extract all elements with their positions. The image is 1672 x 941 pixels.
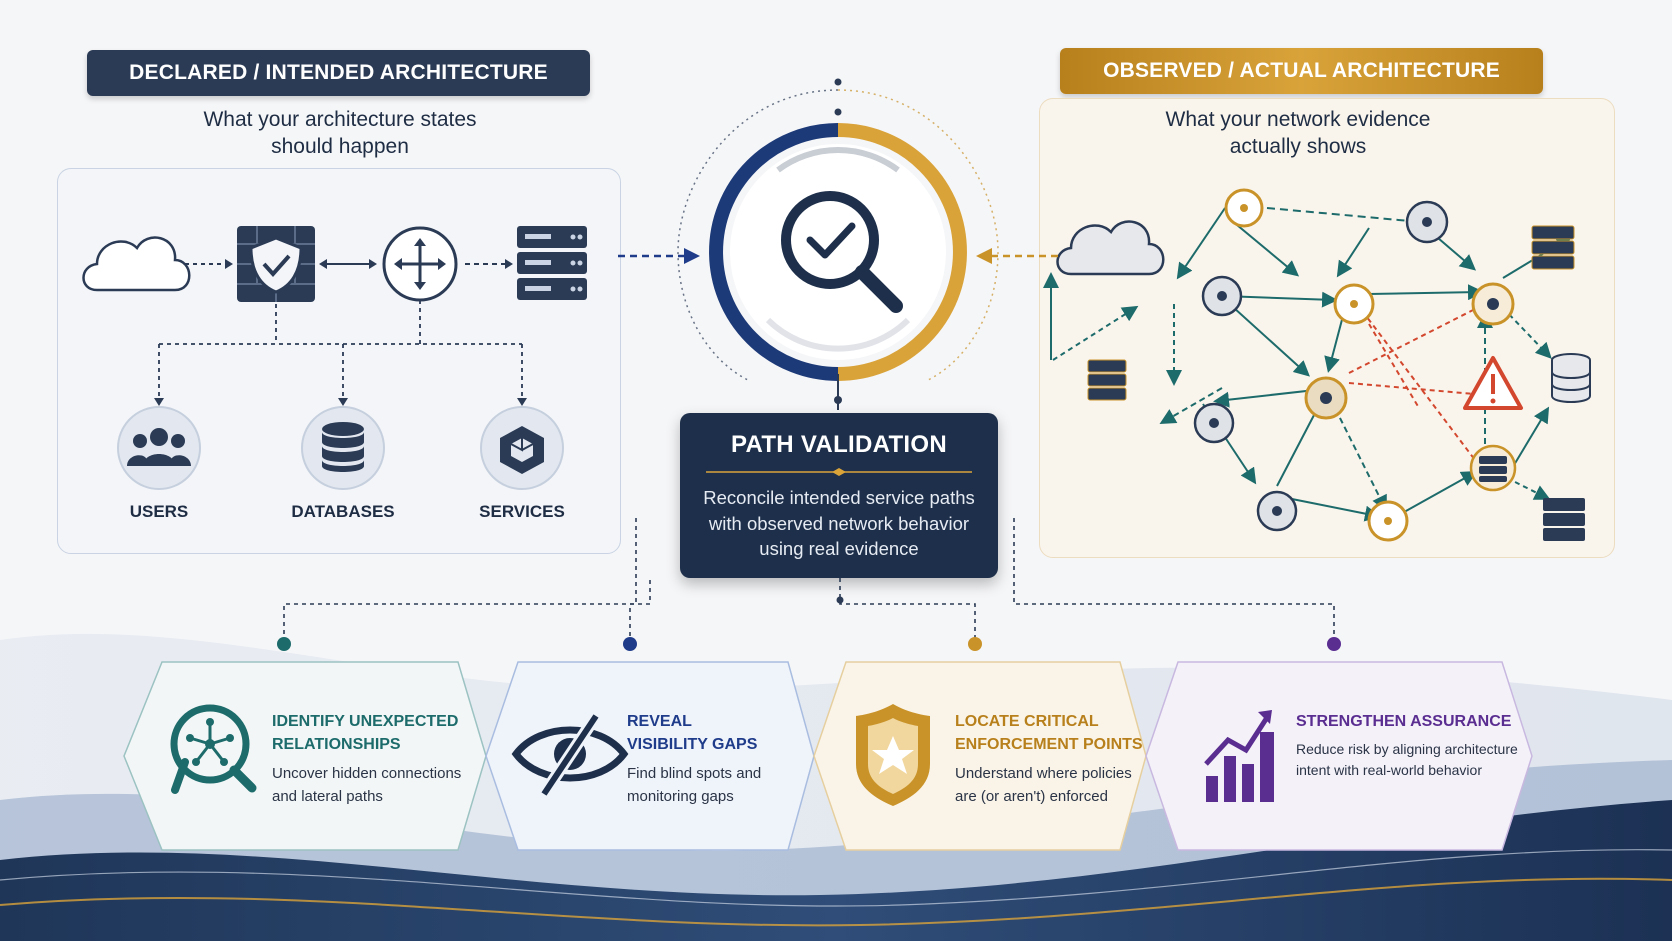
desc-line: are (or aren't) enforced <box>955 788 1108 805</box>
services-cube-icon <box>480 406 564 490</box>
subtitle-line: What your network evidence <box>1165 108 1431 131</box>
bar-chart-growth-icon <box>1204 710 1274 802</box>
outcome-title: LOCATE CRITICAL ENFORCEMENT POINTS <box>955 710 1155 756</box>
network-node-gold <box>1367 500 1409 542</box>
path-validation-emblem <box>618 78 1058 410</box>
outcome-visibility: REVEAL VISIBILITY GAPS Find blind spots … <box>627 710 797 808</box>
title-line: STRENGTHEN ASSURANCE <box>1296 713 1512 730</box>
server-node-icon <box>1469 444 1517 492</box>
observed-architecture-panel <box>1039 98 1615 558</box>
server-node-icon <box>1543 498 1585 541</box>
desc-line: Reconcile intended service paths <box>703 487 975 508</box>
title-line: REVEAL <box>627 713 692 730</box>
outcome-hexagons <box>123 661 1533 851</box>
firewall-shield-icon <box>237 226 315 302</box>
network-node-gray <box>1405 200 1449 244</box>
desc-line: with observed network behavior <box>708 512 970 534</box>
hexagon-visibility <box>485 661 815 851</box>
title-line: IDENTIFY UNEXPECTED <box>272 713 459 730</box>
outcome-description: Uncover hidden connections and lateral p… <box>272 762 472 808</box>
node-label-databases: DATABASES <box>291 502 395 521</box>
eye-slash-icon <box>511 712 629 798</box>
desc-line: using real evidence <box>759 538 919 559</box>
database-icon <box>301 406 385 490</box>
outcome-enforcement: LOCATE CRITICAL ENFORCEMENT POINTS Under… <box>955 710 1155 808</box>
router-icon <box>382 226 458 302</box>
outcome-assurance: STRENGTHEN ASSURANCE Reduce risk by alig… <box>1296 710 1532 781</box>
desc-line: Uncover hidden connections <box>272 765 462 782</box>
outcome-description: Find blind spots and monitoring gaps <box>627 762 797 808</box>
outcome-title: IDENTIFY UNEXPECTED RELATIONSHIPS <box>272 710 472 756</box>
users-icon <box>117 406 201 490</box>
hexagon-assurance <box>1145 661 1533 851</box>
server-stack-icon <box>517 226 587 300</box>
cloud-icon <box>82 236 191 292</box>
network-node-gray <box>1193 402 1235 444</box>
title-line: RELATIONSHIPS <box>272 736 401 753</box>
warning-triangle-icon <box>1463 356 1523 410</box>
network-node-gray <box>1201 275 1243 317</box>
desc-line: Find blind spots and <box>627 765 762 782</box>
desc-line: Reduce risk by aligning architecture <box>1296 741 1518 757</box>
server-node-icon <box>1531 225 1575 270</box>
desc-line: intent with real-world behavior <box>1296 762 1482 778</box>
outcome-description: Reduce risk by aligning architecture int… <box>1296 739 1532 781</box>
observed-network-diagram <box>1043 188 1591 542</box>
subtitle-line: actually shows <box>1229 135 1367 158</box>
declared-architecture-diagram <box>82 226 587 490</box>
path-validation-card: PATH VALIDATION Reconcile intended servi… <box>680 413 998 578</box>
desc-line: and lateral paths <box>272 788 383 805</box>
declared-architecture-subtitle: What your architecture states should hap… <box>140 106 540 160</box>
shield-star-icon <box>856 704 930 806</box>
desc-line: Understand where policies <box>955 765 1132 782</box>
network-node-gray <box>1256 490 1298 532</box>
network-search-icon <box>170 704 257 794</box>
title-divider <box>706 468 972 476</box>
path-validation-description: Reconcile intended service paths with ob… <box>680 485 998 562</box>
outcome-description: Understand where policies are (or aren't… <box>955 762 1155 808</box>
observed-architecture-title: OBSERVED / ACTUAL ARCHITECTURE <box>1060 48 1543 94</box>
cloud-icon <box>1056 220 1165 276</box>
network-node-navy <box>1471 282 1515 326</box>
network-node-gold <box>1333 283 1375 325</box>
outcome-connectors <box>277 518 1341 651</box>
server-node-icon <box>1087 359 1127 401</box>
outcome-title: STRENGTHEN ASSURANCE <box>1296 710 1532 733</box>
title-line: LOCATE CRITICAL <box>955 713 1099 730</box>
network-node-gold <box>1224 188 1264 228</box>
node-label-users: USERS <box>129 502 189 521</box>
outcome-relationships: IDENTIFY UNEXPECTED RELATIONSHIPS Uncove… <box>272 710 472 808</box>
title-line: ENFORCEMENT POINTS <box>955 736 1143 753</box>
desc-line: monitoring gaps <box>627 788 734 805</box>
network-node-navy <box>1304 376 1348 420</box>
title-line: VISIBILITY GAPS <box>627 736 758 753</box>
database-node-icon <box>1551 353 1591 403</box>
outcome-title: REVEAL VISIBILITY GAPS <box>627 710 797 756</box>
path-validation-title: PATH VALIDATION <box>730 431 948 458</box>
subtitle-line: should happen <box>271 135 409 158</box>
declared-architecture-title: DECLARED / INTENDED ARCHITECTURE <box>87 50 590 96</box>
subtitle-line: What your architecture states <box>203 108 477 131</box>
node-label-services: SERVICES <box>479 502 565 521</box>
observed-architecture-subtitle: What your network evidence actually show… <box>1098 106 1498 160</box>
